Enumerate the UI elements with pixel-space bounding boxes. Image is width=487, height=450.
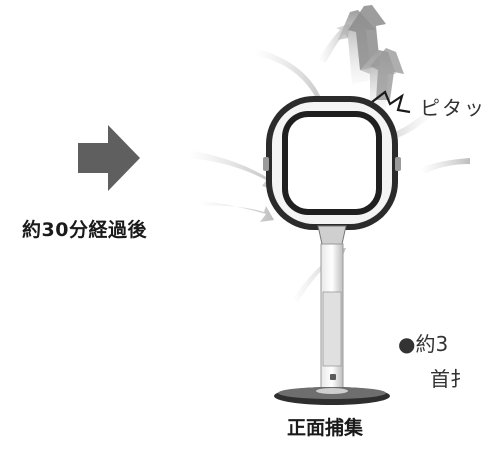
fan-pole bbox=[320, 243, 344, 395]
bullet-note-line-1: ●約3 bbox=[398, 332, 449, 356]
direction-arrow-icon bbox=[78, 125, 140, 191]
upward-airflow-arrows bbox=[338, 5, 404, 112]
fan-head bbox=[263, 96, 401, 230]
snap-sound-label: ピタッ bbox=[420, 96, 486, 120]
elapsed-time-label: 約30分経過後 bbox=[22, 219, 147, 241]
front-capture-label: 正面捕集 bbox=[287, 417, 364, 439]
fan-neck bbox=[317, 225, 347, 245]
snap-zigzag-icon bbox=[371, 90, 411, 114]
bullet-note-line-2: 首扌 bbox=[430, 367, 470, 391]
fan-base bbox=[274, 387, 390, 405]
